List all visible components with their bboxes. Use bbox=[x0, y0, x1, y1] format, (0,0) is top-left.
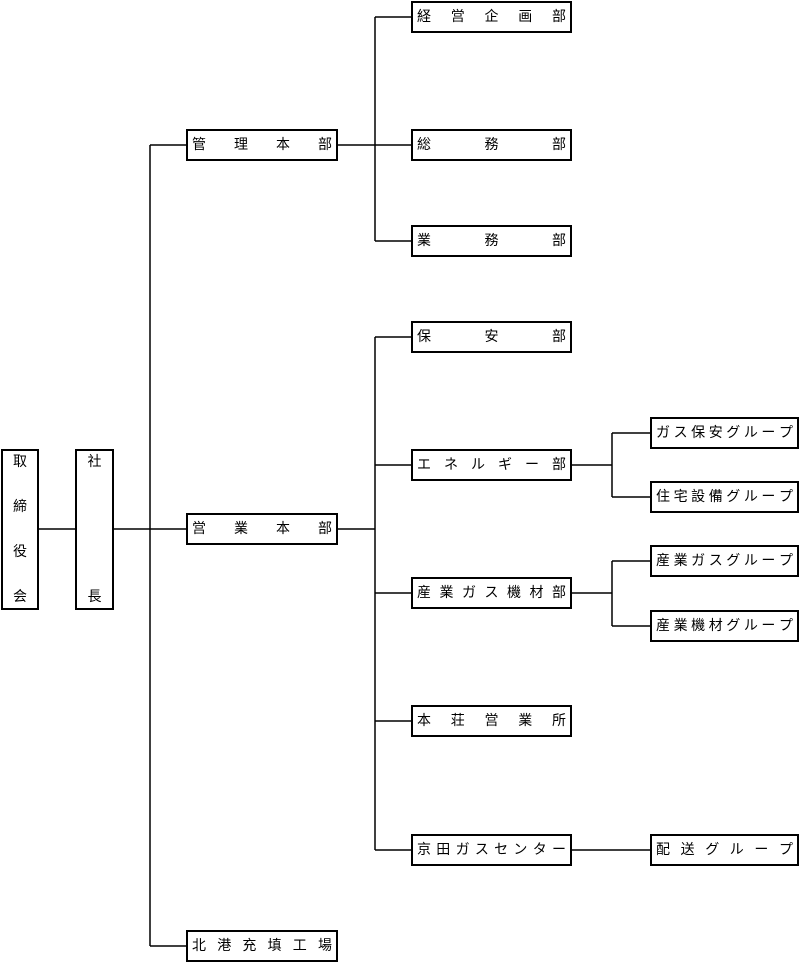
kyoden-box: 京田ガスセンター bbox=[411, 834, 572, 866]
keiei-kikaku-box: 経営企画部 bbox=[411, 1, 572, 33]
plant-label: 北港充填工場 bbox=[192, 938, 332, 954]
eigyo-honbu-label: 営業本部 bbox=[192, 521, 332, 537]
gas-hoan-group-box: ガス保安グループ bbox=[650, 417, 799, 449]
hoan-box: 保安部 bbox=[411, 321, 572, 353]
jutaku-group-label: 住宅設備グループ bbox=[656, 489, 793, 505]
sangyo-kizai-group-box: 産業機材グループ bbox=[650, 610, 799, 642]
keiei-kikaku-label: 経営企画部 bbox=[417, 9, 566, 25]
gas-hoan-group-label: ガス保安グループ bbox=[656, 425, 793, 441]
somu-label: 総務部 bbox=[417, 137, 566, 153]
gyomu-box: 業務部 bbox=[411, 225, 572, 257]
board-box: 取締役会 bbox=[1, 449, 39, 610]
kanri-honbu-box: 管理本部 bbox=[186, 129, 338, 161]
plant-box: 北港充填工場 bbox=[186, 930, 338, 962]
somu-box: 総務部 bbox=[411, 129, 572, 161]
sangyo-gas-kizai-box: 産業ガス機材部 bbox=[411, 577, 572, 609]
sangyo-gas-kizai-label: 産業ガス機材部 bbox=[417, 585, 566, 601]
jutaku-group-box: 住宅設備グループ bbox=[650, 481, 799, 513]
haiso-group-box: 配送グループ bbox=[650, 834, 799, 866]
president-label: 社長 bbox=[87, 454, 102, 605]
honjo-label: 本荘営業所 bbox=[417, 713, 566, 729]
president-box: 社長 bbox=[75, 449, 114, 610]
energy-label: エネルギー部 bbox=[417, 457, 566, 473]
haiso-group-label: 配送グループ bbox=[656, 842, 793, 858]
honjo-box: 本荘営業所 bbox=[411, 705, 572, 737]
kyoden-label: 京田ガスセンター bbox=[417, 842, 566, 858]
sangyo-gas-group-label: 産業ガスグループ bbox=[656, 553, 793, 569]
hoan-label: 保安部 bbox=[417, 329, 566, 345]
energy-box: エネルギー部 bbox=[411, 449, 572, 481]
board-label: 取締役会 bbox=[13, 454, 27, 605]
kanri-honbu-label: 管理本部 bbox=[192, 137, 332, 153]
eigyo-honbu-box: 営業本部 bbox=[186, 513, 338, 545]
sangyo-gas-group-box: 産業ガスグループ bbox=[650, 545, 799, 577]
sangyo-kizai-group-label: 産業機材グループ bbox=[656, 618, 793, 634]
gyomu-label: 業務部 bbox=[417, 233, 566, 249]
